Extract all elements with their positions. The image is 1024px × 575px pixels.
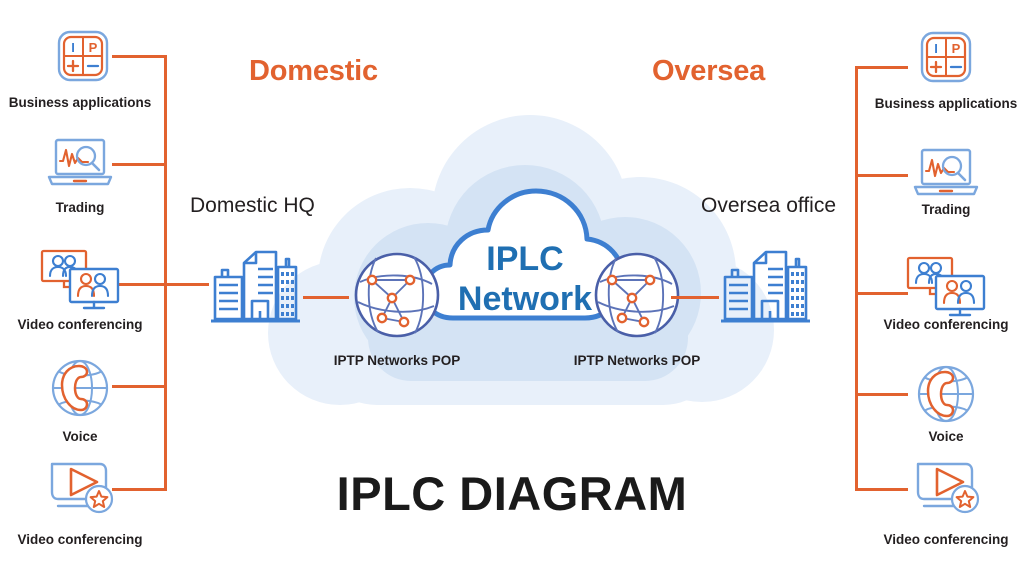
right-branch-2 (855, 174, 908, 177)
service-label-video-play-star-left: Video conferencing (17, 532, 143, 547)
service-label-video-conferencing-right: Video conferencing (883, 317, 1009, 332)
service-label-video-play-star-right: Video conferencing (883, 532, 1009, 547)
service-label-voice-right: Voice (928, 429, 964, 444)
pop-label-right: IPTP Networks POP (573, 353, 701, 368)
service-label-business-apps-left: Business applications (8, 95, 152, 110)
svg-text:P: P (952, 41, 961, 56)
service-icon-business-apps-left[interactable]: I P (52, 28, 114, 86)
left-branch-5 (112, 488, 167, 491)
left-branch-3 (112, 283, 167, 286)
right-branch-5 (855, 488, 908, 491)
pop-label-left: IPTP Networks POP (333, 353, 461, 368)
service-icon-voice-right[interactable] (913, 363, 979, 425)
left-trunk-line (164, 55, 167, 491)
cloud-label: IPLC Network (420, 239, 630, 319)
region-title-left: Domestic (249, 55, 378, 87)
office-building-right[interactable] (718, 245, 812, 325)
service-icon-business-apps-right[interactable]: I P (915, 29, 977, 87)
svg-text:I: I (934, 41, 938, 56)
svg-text:I: I (71, 40, 75, 55)
service-label-trading-left: Trading (55, 200, 105, 215)
service-label-business-apps-right: Business applications (874, 96, 1018, 111)
service-icon-voice-left[interactable] (47, 357, 113, 419)
right-branch-4 (855, 393, 908, 396)
cloud-label-line2: Network (457, 280, 593, 319)
service-icon-video-conferencing-left[interactable] (38, 248, 122, 310)
service-icon-trading-right[interactable] (910, 146, 982, 202)
region-title-right: Oversea (652, 55, 766, 87)
left-branch-2 (112, 163, 167, 166)
page-title: IPLC DIAGRAM (336, 467, 688, 520)
link-hq-to-pop-left (303, 296, 349, 299)
site-label-left: Domestic HQ (190, 194, 315, 217)
pop-node-left[interactable] (352, 250, 442, 340)
service-icon-trading-left[interactable] (44, 136, 116, 192)
left-branch-4 (112, 385, 167, 388)
service-label-video-conferencing-left: Video conferencing (17, 317, 143, 332)
site-label-right: Oversea office (701, 194, 837, 217)
left-trunk-to-hq (164, 283, 209, 286)
right-branch-3 (855, 292, 908, 295)
right-trunk-line (855, 66, 858, 491)
link-pop-to-office-right (671, 296, 719, 299)
service-icon-video-play-star-left[interactable] (44, 458, 116, 518)
office-building-left[interactable] (208, 245, 302, 325)
svg-text:P: P (89, 40, 98, 55)
service-icon-video-play-star-right[interactable] (910, 458, 982, 518)
service-label-trading-right: Trading (921, 202, 971, 217)
pop-node-right[interactable] (592, 250, 682, 340)
right-branch-1 (855, 66, 908, 69)
service-label-voice-left: Voice (62, 429, 98, 444)
cloud-label-line1: IPLC (486, 240, 564, 278)
service-icon-video-conferencing-right[interactable] (904, 255, 988, 317)
left-branch-1 (112, 55, 167, 58)
